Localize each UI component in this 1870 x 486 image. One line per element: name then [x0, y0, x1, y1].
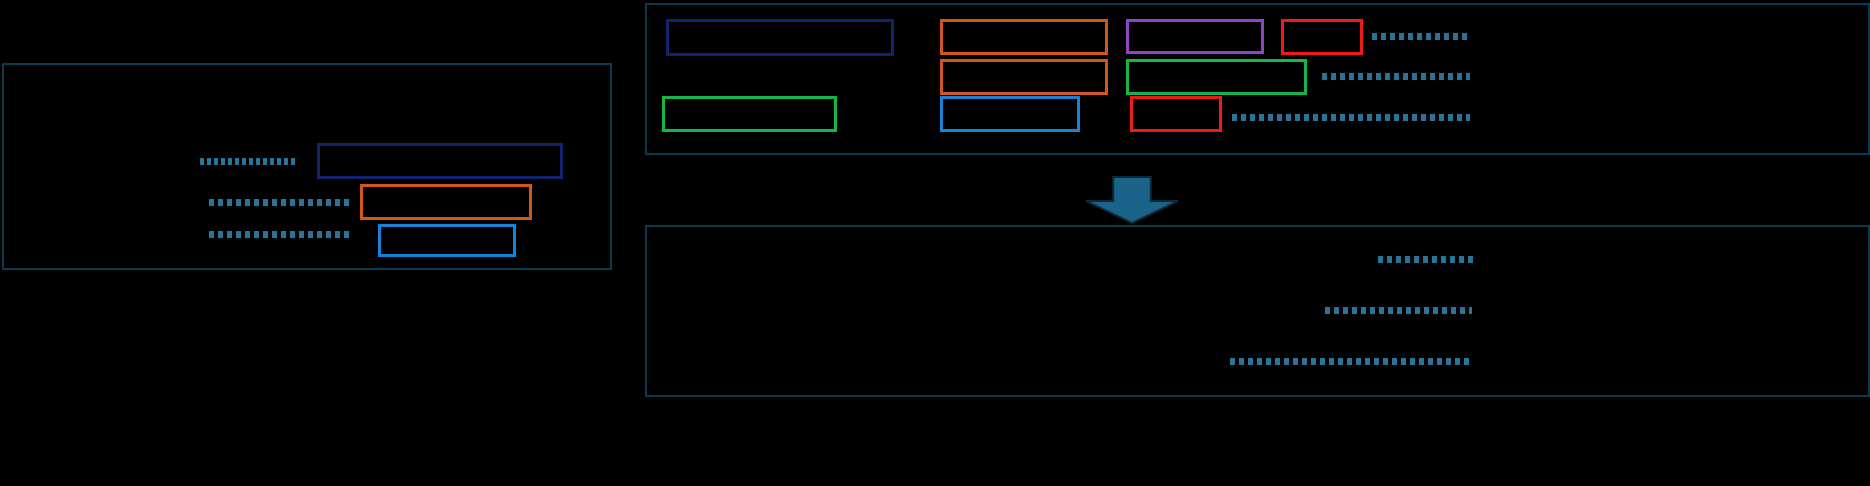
left-panel-label-1: [200, 158, 298, 165]
box-orange-1[interactable]: [940, 19, 1108, 55]
box-red-1[interactable]: [1281, 19, 1363, 55]
label-line-2: [1325, 307, 1472, 314]
bottom-right-panel: [645, 225, 1870, 397]
left-panel-label-3: [209, 231, 351, 238]
left-panel-box-2[interactable]: [360, 184, 532, 220]
box-red-2[interactable]: [1130, 96, 1222, 132]
down-arrow: [1085, 176, 1179, 224]
label-row-2: [1322, 73, 1470, 80]
label-row-1: [1372, 33, 1470, 40]
box-navy-1[interactable]: [666, 19, 894, 56]
label-line-3: [1230, 358, 1472, 365]
box-blue-1[interactable]: [940, 96, 1080, 132]
box-orange-2[interactable]: [940, 59, 1108, 95]
left-panel-box-1[interactable]: [317, 143, 563, 179]
box-green-1[interactable]: [1126, 59, 1307, 95]
left-panel-box-3[interactable]: [378, 224, 516, 257]
label-line-1: [1378, 256, 1474, 263]
left-panel-label-2: [209, 199, 351, 206]
box-green-2[interactable]: [662, 96, 837, 132]
box-purple-1[interactable]: [1126, 19, 1264, 54]
label-row-3: [1232, 114, 1470, 121]
